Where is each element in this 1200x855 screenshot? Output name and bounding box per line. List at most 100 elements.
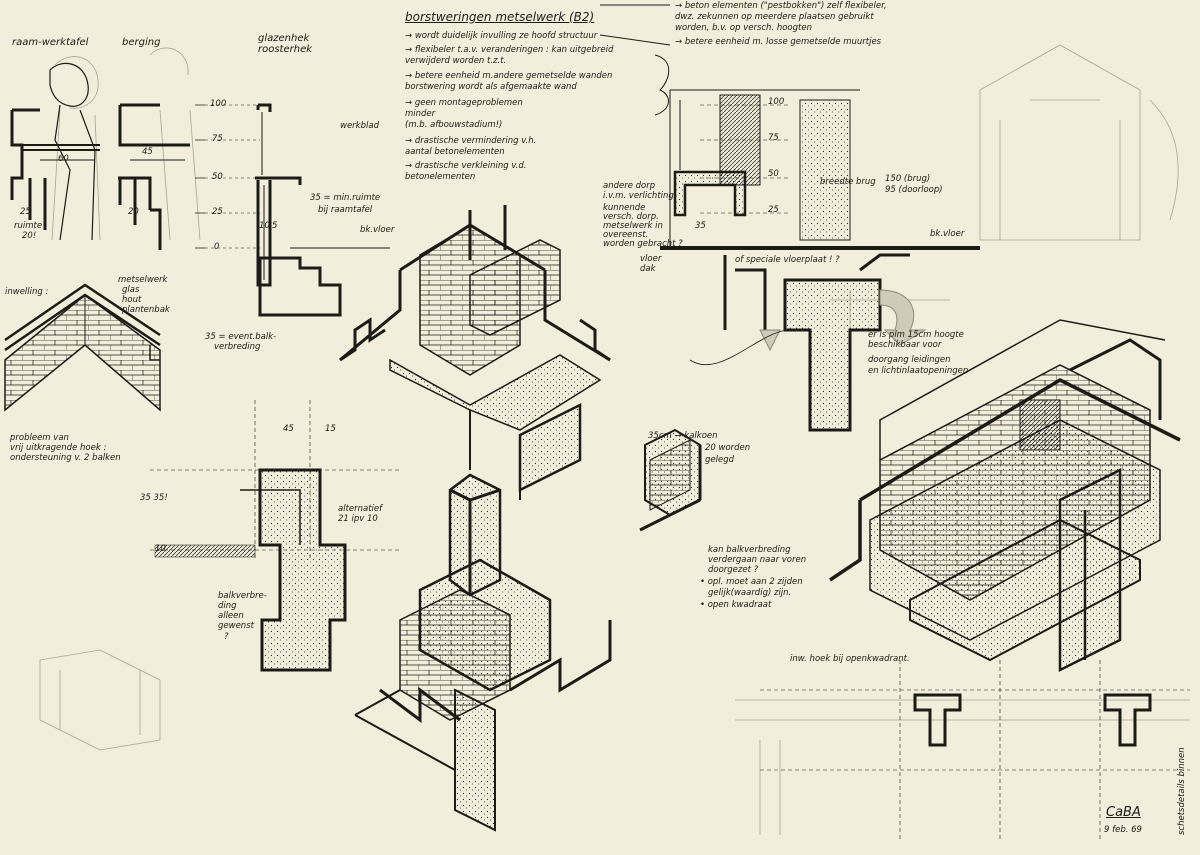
notes-item-2: → flexibeler t.a.v. veranderingen : kan … — [405, 45, 614, 55]
label-metselwerk: metselwerk — [118, 275, 168, 285]
label-eventuele-balk: 35 = event.balk- — [205, 332, 277, 342]
section-bridge — [660, 89, 980, 432]
andere-dorp-5: metselwerk in — [603, 221, 663, 231]
balk-note-2: verdergaan naar voren — [708, 555, 807, 565]
right-scale-100: 100 — [768, 97, 785, 107]
label-dim-35: 35 35! — [140, 493, 168, 503]
t-sections — [760, 660, 1190, 840]
kalkoen-2: 20 worden — [705, 443, 751, 453]
notes-item-12: betonelementen — [405, 172, 476, 182]
notes-item-1: → wordt duidelijk invulling ze hoofd str… — [405, 31, 598, 41]
label-plm-4: en lichtinlaatopeningen — [868, 366, 969, 376]
notes-item-10: aantal betonelementen — [405, 147, 505, 157]
label-dim-10: 10 — [259, 221, 270, 231]
label-glazenhek: glazenhek — [258, 33, 310, 44]
label-vloer: vloer — [640, 254, 662, 264]
notes-item-4: → betere eenheid m.andere gemetselde wan… — [405, 71, 613, 81]
label-plm-1: er is plm 15cm hoogte — [868, 330, 964, 340]
label-inw-hoek: inw. hoek bij openkwadrant. — [790, 654, 910, 664]
label-brug-150: 150 (brug) — [885, 174, 931, 184]
kalkoen-detail — [639, 428, 702, 532]
label-roosterhek: roosterhek — [258, 44, 313, 55]
notes-item-7: minder — [405, 109, 436, 119]
label-dim-45: 45 — [142, 147, 153, 157]
andere-dorp-2: i.v.m. verlichting — [603, 191, 674, 201]
notes-title: borstweringen metselwerk (B2) — [405, 10, 595, 24]
label-bk-vloer-left: bk.vloer — [360, 225, 395, 235]
label-balkverbreding-1: balkverbre- — [218, 591, 267, 601]
notes-item-3: verwijderd worden t.z.t. — [405, 56, 507, 66]
label-plm-2: beschikbaar voor — [868, 340, 942, 350]
label-verbreding: verbreding — [214, 342, 261, 352]
signature: CaBA — [1106, 805, 1141, 820]
label-doorloop-95: 95 (doorloop) — [885, 185, 943, 195]
label-probleem-1: probleem van — [10, 433, 69, 443]
balk-note-1: kan balkverbreding — [708, 545, 791, 555]
label-alternatief: alternatief — [338, 504, 383, 514]
label-alternatief-2: 21 ipv 10 — [338, 514, 378, 524]
label-inwelling: inwelling : — [5, 287, 49, 297]
label-berging: berging — [122, 37, 161, 48]
label-dim-10b: 10 — [155, 544, 166, 554]
label-dim-45b: 45 — [283, 424, 294, 434]
label-plantenbak: plantenbak — [122, 305, 170, 315]
balk-note-6: • open kwadraat — [700, 600, 772, 610]
label-min-ruimte: 35 = min.ruimte — [310, 193, 381, 203]
label-hout: hout — [122, 295, 142, 305]
right-scale-50: 50 — [768, 169, 779, 179]
label-balkverbreding-3: alleen — [218, 611, 244, 621]
label-ruimte-20: 20! — [22, 231, 37, 241]
label-balkverbreding-2: ding — [218, 601, 237, 611]
label-glas: glas — [122, 285, 140, 295]
label-dim-5: 5 — [272, 221, 278, 231]
label-bk-vloer-right: bk.vloer — [930, 229, 965, 239]
label-dim-15: 15 — [325, 424, 336, 434]
andere-dorp-6: overeenst. — [603, 230, 649, 240]
notes-top-right-1: → beton elementen ("pestbokken") zelf fl… — [675, 1, 887, 11]
balk-note-3: doorgezet ? — [708, 565, 759, 575]
notes-top-right-2: dwz. zekunnen op meerdere plaatsen gebru… — [675, 12, 874, 22]
notes-item-6: → geen montageproblemen — [405, 98, 523, 108]
scale-100: 100 — [210, 99, 227, 109]
notes-top-right-4: → betere eenheid m. losse gemetselde muu… — [675, 37, 882, 47]
scale-75: 75 — [212, 134, 223, 144]
notes-item-9: → drastische vermindering v.h. — [405, 136, 537, 146]
brick-corner-sketch — [4, 283, 161, 412]
height-scale — [195, 104, 260, 249]
label-probleem-2: vrij uitkragende hoek : — [10, 443, 107, 453]
section-berging — [118, 103, 190, 250]
note-markers — [599, 4, 671, 116]
andere-dorp-4: versch. dorp. — [603, 212, 659, 222]
right-scale-75: 75 — [768, 133, 779, 143]
isometric-right — [829, 319, 1181, 673]
label-plm-3: doorgang leidingen — [868, 355, 951, 365]
balk-note-5: gelijk(waardig) zijn. — [708, 588, 792, 598]
kalkoen-1: 35cm → kalkoen — [648, 431, 718, 441]
date-stamp: 9 feb. 69 — [1104, 825, 1142, 835]
andere-dorp-7: worden gebracht ? — [603, 239, 683, 249]
notes-item-11: → drastische verkleining v.d. — [405, 161, 527, 171]
kalkoen-3: gelegd — [705, 455, 735, 465]
scale-0: 0 — [214, 242, 220, 252]
label-bij-raamtafel: bij raamtafel — [318, 205, 373, 215]
label-ruimte: ruimte — [14, 221, 43, 231]
right-scale-25: 25 — [768, 205, 779, 215]
plan-detail-column — [150, 400, 400, 672]
section-glazenhek — [255, 103, 390, 317]
label-balkverbreding-5: ? — [224, 632, 229, 642]
right-dim-35: 35 — [695, 221, 706, 231]
label-dim-20: 20 — [128, 207, 139, 217]
label-balkverbreding-4: gewenst — [218, 621, 254, 631]
scale-25: 25 — [212, 207, 223, 217]
label-dim-25: 25 — [20, 207, 31, 217]
notes-top-right-3: worden, b.v. op versch. hoogten — [675, 23, 812, 33]
section-raam-werktafel — [10, 62, 100, 241]
notes-item-8: (m.b. afbouwstadium!) — [405, 120, 503, 130]
label-probleem-3: ondersteuning v. 2 balken — [10, 453, 121, 463]
label-raam-werktafel: raam-werktafel — [12, 37, 89, 48]
vertical-note: schetsdetails binnen — [1177, 747, 1187, 835]
isometric-central — [339, 205, 612, 832]
label-dak: dak — [640, 264, 656, 274]
